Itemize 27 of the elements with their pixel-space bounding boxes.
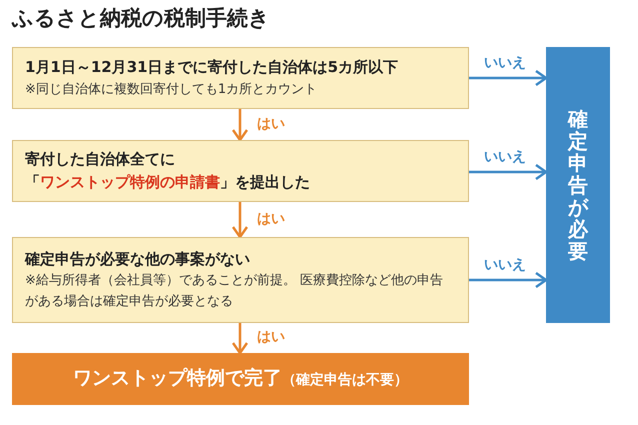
process-box	[12, 47, 469, 109]
arrow	[232, 109, 248, 142]
arrow	[469, 272, 548, 288]
edge-label: はい	[256, 328, 286, 346]
result-box	[546, 47, 610, 323]
arrow	[232, 202, 248, 238]
node-heading: 「ワンストップ特例の申請書」を提出した	[25, 172, 310, 193]
node-heading: 確定申告が必要	[568, 108, 588, 262]
node-heading: 1月1日～12月31日までに寄付した自治体は5カ所以下	[25, 57, 398, 78]
node-note: ※給与所得者（会社員等）であることが前提。 医療費控除など他の申告がある場合は確定申告が必要となる	[25, 272, 444, 311]
edge-label: いいえ	[483, 54, 527, 72]
arrow	[469, 164, 548, 180]
edge-label: はい	[256, 114, 286, 132]
node-heading: 寄付した自治体全てに	[25, 148, 175, 170]
process-box	[12, 237, 469, 323]
edge-label: いいえ	[483, 148, 527, 166]
node-heading: ワンストップ特例で完了	[73, 366, 282, 392]
process-box	[12, 140, 469, 202]
edge-label: はい	[256, 210, 286, 228]
node-note: （確定申告は不要）	[282, 370, 408, 390]
arrow	[469, 70, 548, 86]
arrow	[232, 323, 248, 354]
node-note: ※同じ自治体に複数回寄付しても1カ所とカウント	[25, 80, 318, 99]
edge-label: いいえ	[483, 256, 527, 274]
node-heading: 確定申告が必要な他の事案がない	[25, 249, 250, 270]
title: ふるさと納税の税制手続き	[12, 5, 270, 32]
result-box	[12, 353, 469, 405]
